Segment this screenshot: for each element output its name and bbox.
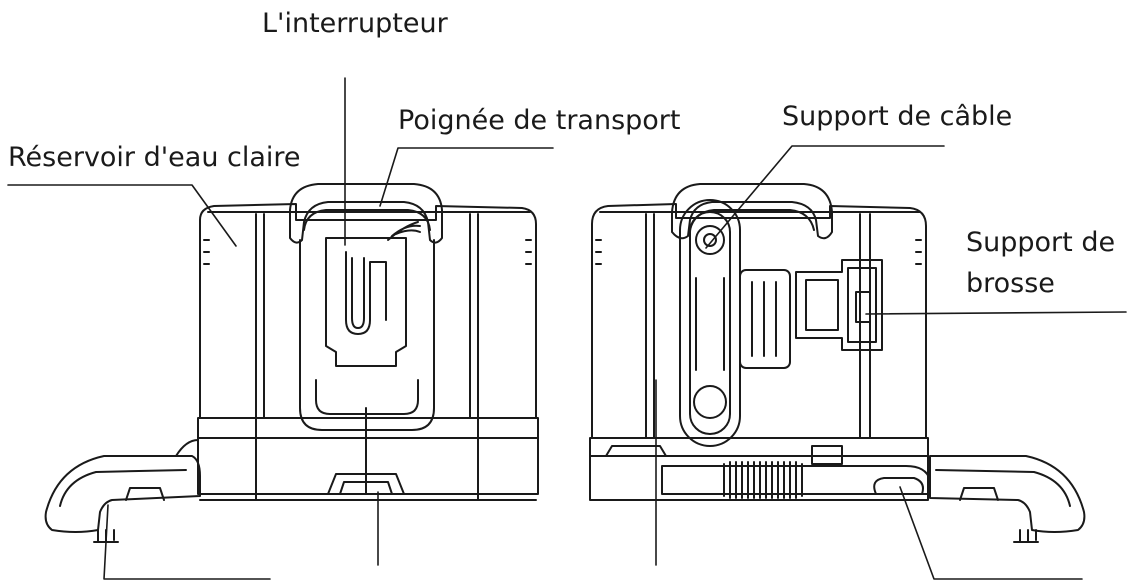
front-switch-plate	[325, 237, 407, 367]
back-brush-holder-inner	[805, 267, 877, 343]
label-poignee-transport: Poignée de transport	[398, 105, 681, 136]
back-brush-detail	[935, 469, 1071, 507]
back-cable-holder-ridge	[695, 277, 725, 371]
back-handle-outer	[671, 183, 833, 240]
back-view	[589, 183, 1086, 543]
back-cable-holder-inner	[689, 211, 731, 435]
front-brush-clip	[125, 487, 165, 501]
front-handle-inner	[303, 209, 431, 231]
back-brush-clip	[959, 487, 999, 501]
back-hose-ribs	[723, 461, 803, 499]
label-interrupteur: L'interrupteur	[262, 8, 448, 39]
front-center-well	[299, 239, 435, 431]
leader-reservoir	[7, 184, 237, 247]
back-brush-head	[929, 455, 1086, 533]
leader-poignee	[379, 147, 554, 207]
back-base	[589, 437, 929, 501]
front-brush-neck	[175, 439, 199, 457]
front-cord-coil	[387, 221, 421, 241]
front-view	[44, 183, 539, 543]
leader-bottom-left	[103, 504, 271, 580]
front-base	[197, 417, 539, 495]
leader-brosse	[865, 311, 1127, 315]
back-brush-holder-clip	[855, 291, 871, 323]
front-body-outline	[199, 203, 537, 419]
label-reservoir-eau-claire: Réservoir d'eau claire	[8, 142, 301, 173]
leader-bottom-right	[899, 486, 1083, 580]
back-base-tab	[605, 445, 667, 457]
callout-lines	[7, 77, 1127, 580]
back-brush-bristles	[1013, 529, 1039, 543]
front-switch-slot-inner	[351, 257, 365, 329]
front-bottom-tab	[327, 473, 405, 495]
label-support-cable: Support de câble	[782, 101, 1013, 132]
front-switch-slot	[345, 251, 387, 335]
back-cable-hook-bottom	[693, 385, 727, 419]
back-cable-hook-top-core	[703, 233, 717, 247]
front-bottom-tab-inner	[339, 481, 393, 495]
back-hose-connector	[811, 445, 843, 465]
front-brush-head	[44, 455, 201, 533]
back-brush-holder	[795, 259, 883, 351]
back-cable-hook-top	[695, 225, 725, 255]
leader-cable	[705, 145, 945, 249]
back-body-outline	[591, 203, 927, 439]
back-ribbed-plate	[739, 269, 791, 369]
label-support-brosse: Support de brosse	[966, 227, 1116, 299]
back-brush-hook	[873, 477, 924, 495]
front-brush-detail	[59, 469, 187, 507]
